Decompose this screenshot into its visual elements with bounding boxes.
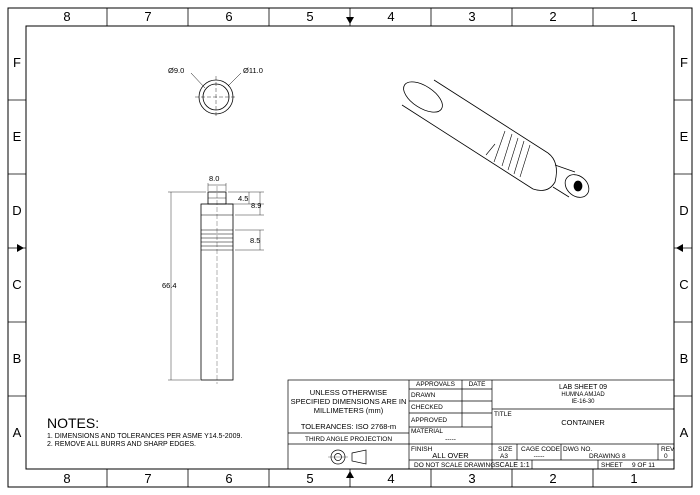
finish-label: FINISH	[411, 446, 433, 453]
drawn-label: DRAWN	[411, 392, 436, 399]
center-arrow-top	[346, 17, 354, 24]
zone-col-5-bottom: 5	[306, 471, 314, 486]
zone-col-3-top: 3	[468, 9, 476, 24]
zone-row-c-right: C	[679, 277, 689, 292]
zone-row-c-left: C	[12, 277, 22, 292]
size-value: A3	[500, 453, 508, 460]
org-line-1: LAB SHEET 09	[558, 384, 608, 391]
top-view	[190, 72, 242, 118]
zone-col-4-top: 4	[387, 9, 395, 24]
center-arrow-right	[676, 244, 683, 252]
zone-row-e-right: E	[679, 129, 689, 144]
sheet-value: 9 OF 11	[632, 462, 656, 469]
title-block-lines	[287, 379, 675, 470]
sheet-label: SHEET	[601, 462, 623, 469]
dim-groove: 8.5	[250, 236, 261, 245]
dim-inner-diameter: Ø9.0	[168, 66, 185, 75]
zone-col-8-bottom: 8	[63, 471, 71, 486]
dim-step-2: 8.9	[251, 201, 262, 210]
rev-label: REV	[661, 446, 675, 453]
projection-symbol	[328, 449, 367, 465]
zone-col-6-bottom: 6	[225, 471, 233, 486]
zone-col-6-top: 6	[225, 9, 233, 24]
org-line-2: HUMNA AMJAD	[561, 392, 605, 398]
note-2: 2. REMOVE ALL BURRS AND SHARP EDGES.	[47, 441, 196, 448]
finish-value: ALL OVER	[432, 451, 469, 460]
zone-col-1-top: 1	[630, 9, 638, 24]
zone-row-a-left: A	[12, 425, 22, 440]
zone-col-7-top: 7	[144, 9, 152, 24]
zone-ticks	[8, 8, 692, 487]
unless-line-1: UNLESS OTHERWISE	[309, 388, 388, 397]
zone-col-2-top: 2	[549, 9, 557, 24]
zone-row-b-right: B	[679, 351, 689, 366]
date-label: DATE	[468, 381, 486, 388]
center-arrow-left	[17, 244, 24, 252]
title-value: CONTAINER	[561, 418, 605, 427]
material-label: MATERIAL	[411, 428, 444, 435]
zone-row-e-left: E	[12, 129, 22, 144]
zone-col-8-top: 8	[63, 9, 71, 24]
checked-label: CHECKED	[411, 404, 443, 411]
cage-value: -----	[533, 453, 545, 460]
isometric-view	[401, 79, 590, 198]
org-line-3: IE-16-30	[571, 399, 595, 405]
zone-col-2-bottom: 2	[549, 471, 557, 486]
zone-row-f-left: F	[13, 55, 21, 70]
title-label: TITLE	[494, 411, 512, 418]
dim-width: 8.0	[209, 174, 220, 183]
material-value: -----	[445, 436, 456, 443]
do-not-scale: DO NOT SCALE DRAWING	[414, 462, 496, 469]
approved-label: APPROVED	[411, 417, 448, 424]
zone-col-5-top: 5	[306, 9, 314, 24]
outer-border	[7, 7, 693, 488]
dim-outer-diameter: Ø11.0	[243, 66, 263, 75]
unless-line-3: MILLIMETERS (mm)	[313, 406, 384, 415]
dwg-value: DRAWING 8	[589, 453, 626, 460]
unless-line-2: SPECIFIED DIMENSIONS ARE IN	[290, 397, 407, 406]
dim-length: 66.4	[162, 281, 177, 290]
scale-value: SCALE 1:1	[495, 462, 530, 469]
center-arrow-bottom	[346, 471, 354, 478]
note-1: 1. DIMENSIONS AND TOLERANCES PER ASME Y1…	[47, 433, 243, 440]
zone-row-a-right: A	[679, 425, 689, 440]
zone-col-3-bottom: 3	[468, 471, 476, 486]
zone-row-f-right: F	[680, 55, 688, 70]
dim-step-1: 4.5	[238, 194, 249, 203]
zone-col-7-bottom: 7	[144, 471, 152, 486]
zone-row-b-left: B	[12, 351, 22, 366]
front-view	[168, 183, 264, 384]
projection-label: THIRD ANGLE PROJECTION	[304, 436, 393, 443]
notes-heading: NOTES:	[47, 415, 100, 431]
cage-label: CAGE CODE	[521, 446, 561, 453]
zone-row-d-left: D	[12, 203, 22, 218]
dwg-label: DWG NO.	[563, 446, 593, 453]
zone-col-4-bottom: 4	[387, 471, 395, 486]
rev-value: 0	[664, 453, 668, 460]
zone-row-d-right: D	[679, 203, 689, 218]
size-label: SIZE	[498, 446, 513, 453]
approvals-label: APPROVALS	[416, 381, 455, 388]
tolerances: TOLERANCES: ISO 2768-m	[300, 422, 397, 431]
zone-col-1-bottom: 1	[630, 471, 638, 486]
